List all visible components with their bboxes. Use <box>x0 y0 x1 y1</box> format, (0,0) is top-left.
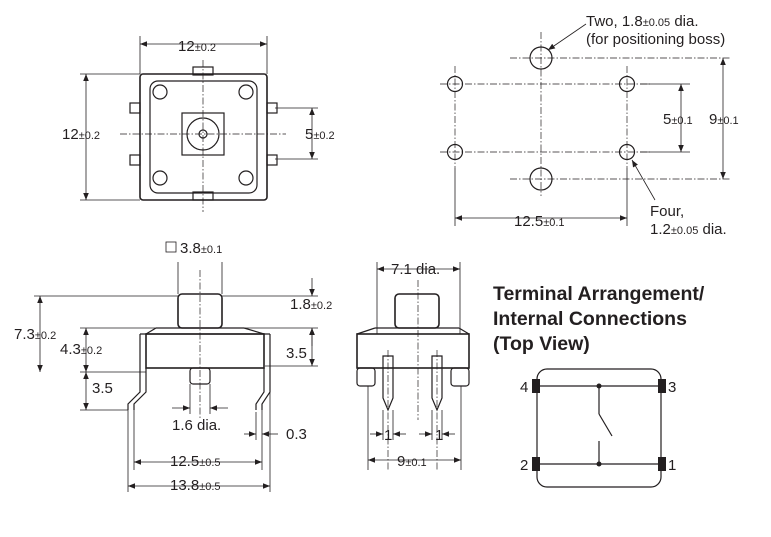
body-base-height-label: 3.5 <box>286 345 307 362</box>
pin-2-label: 2 <box>520 457 528 474</box>
terminal-note-line-1: Four, <box>650 203 684 220</box>
pin-3-label: 3 <box>668 379 676 396</box>
plunger-size-label: 3.8±0.1 <box>180 240 222 257</box>
top-view-pitch-label: 5±0.2 <box>305 126 335 143</box>
mounting-hole-layout: Two, 1.8±0.05 dia. (for positioning boss… <box>440 13 739 238</box>
terminal-length-label: 3.5 <box>92 380 113 397</box>
terminal-heading-line-3: (Top View) <box>493 333 590 355</box>
pin-1-label: 1 <box>668 457 676 474</box>
top-view-width-label: 12±0.2 <box>178 38 216 55</box>
side-top-dia-label: 7.1 dia. <box>391 261 440 278</box>
terminal-heading-line-1: Terminal Arrangement/ <box>493 283 705 305</box>
terminal-thickness-label: 0.3 <box>286 426 307 443</box>
overall-width-label: 13.8±0.5 <box>170 477 221 494</box>
side-pitch-label: 9±0.1 <box>397 453 427 470</box>
outer-pitch-label: 9±0.1 <box>709 111 739 128</box>
pin-width-left-label: 1 <box>384 427 392 444</box>
pin-4-label: 4 <box>520 379 528 396</box>
terminal-arrangement: Terminal Arrangement/ Internal Connectio… <box>493 283 705 488</box>
pin-width-right-label: 1 <box>435 427 443 444</box>
top-view-height-label: 12±0.2 <box>62 126 100 143</box>
terminal-heading-line-2: Internal Connections <box>493 308 687 330</box>
top-view: 12±0.2 12±0.2 5±0.2 <box>62 36 335 212</box>
terminal-note-line-2: 1.2±0.05 dia. <box>650 221 727 238</box>
hole-horizontal-pitch-label: 12.5±0.1 <box>514 213 565 230</box>
front-pitch-label: 12.5±0.5 <box>170 453 221 470</box>
plunger-height-label: 1.8±0.2 <box>290 296 332 313</box>
body-height-label: 4.3±0.2 <box>60 341 102 358</box>
front-view: 3.8±0.1 7.3±0.2 4.3±0.2 1.8±0.2 3.5 3.5 … <box>14 240 332 494</box>
square-symbol-icon <box>165 241 177 253</box>
boss-note-line-2: (for positioning boss) <box>586 31 725 48</box>
inner-pitch-label: 5±0.1 <box>663 111 693 128</box>
boss-note-line-1: Two, 1.8±0.05 dia. <box>586 13 699 30</box>
boss-dia-label: 1.6 dia. <box>172 417 221 434</box>
total-height-label: 7.3±0.2 <box>14 326 56 343</box>
side-view: 7.1 dia. 1 1 9±0.1 <box>356 261 470 470</box>
